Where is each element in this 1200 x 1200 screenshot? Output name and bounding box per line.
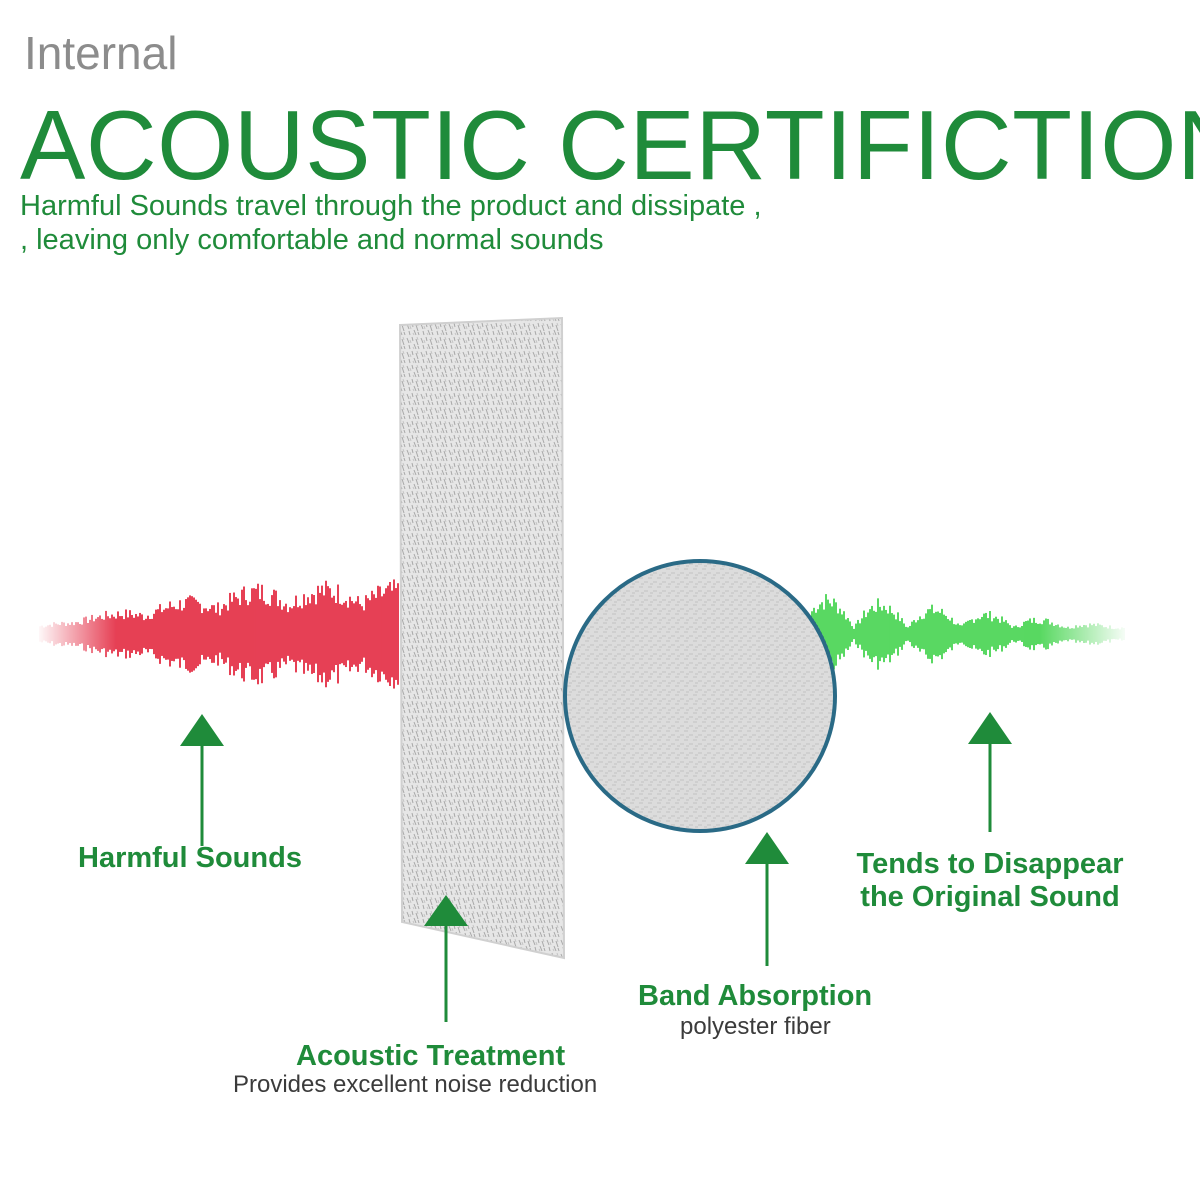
arrow-up-icon bbox=[968, 712, 1012, 832]
arrow-up-icon bbox=[424, 895, 468, 1022]
tends-to-disappear-label: Tends to Disappear the Original Sound bbox=[830, 848, 1150, 915]
arrow-up-icon bbox=[745, 832, 789, 966]
harmful-sounds-label: Harmful Sounds bbox=[78, 842, 302, 874]
subtitle-line: , leaving only comfortable and normal so… bbox=[20, 223, 604, 256]
fiber-closeup-circle bbox=[563, 559, 837, 833]
label-line: the Original Sound bbox=[860, 881, 1120, 914]
label-line: Tends to Disappear bbox=[856, 848, 1124, 880]
acoustic-treatment-label: Acoustic Treatment bbox=[296, 1040, 566, 1072]
page-subtitle: Harmful Sounds travel through the produc… bbox=[20, 190, 762, 258]
band-absorption-caption: polyester fiber bbox=[680, 1013, 831, 1040]
page-title: ACOUSTIC CERTIFICTION bbox=[20, 90, 1200, 200]
acoustic-panel bbox=[398, 316, 566, 960]
header-kicker: Internal bbox=[24, 27, 178, 79]
subtitle-line: Harmful Sounds travel through the produc… bbox=[20, 190, 762, 222]
soft-sound-wave bbox=[811, 594, 1125, 674]
arrow-up-icon bbox=[180, 714, 224, 846]
band-absorption-label: Band Absorption bbox=[638, 980, 873, 1012]
acoustic-treatment-caption: Provides excellent noise reduction bbox=[233, 1071, 598, 1098]
